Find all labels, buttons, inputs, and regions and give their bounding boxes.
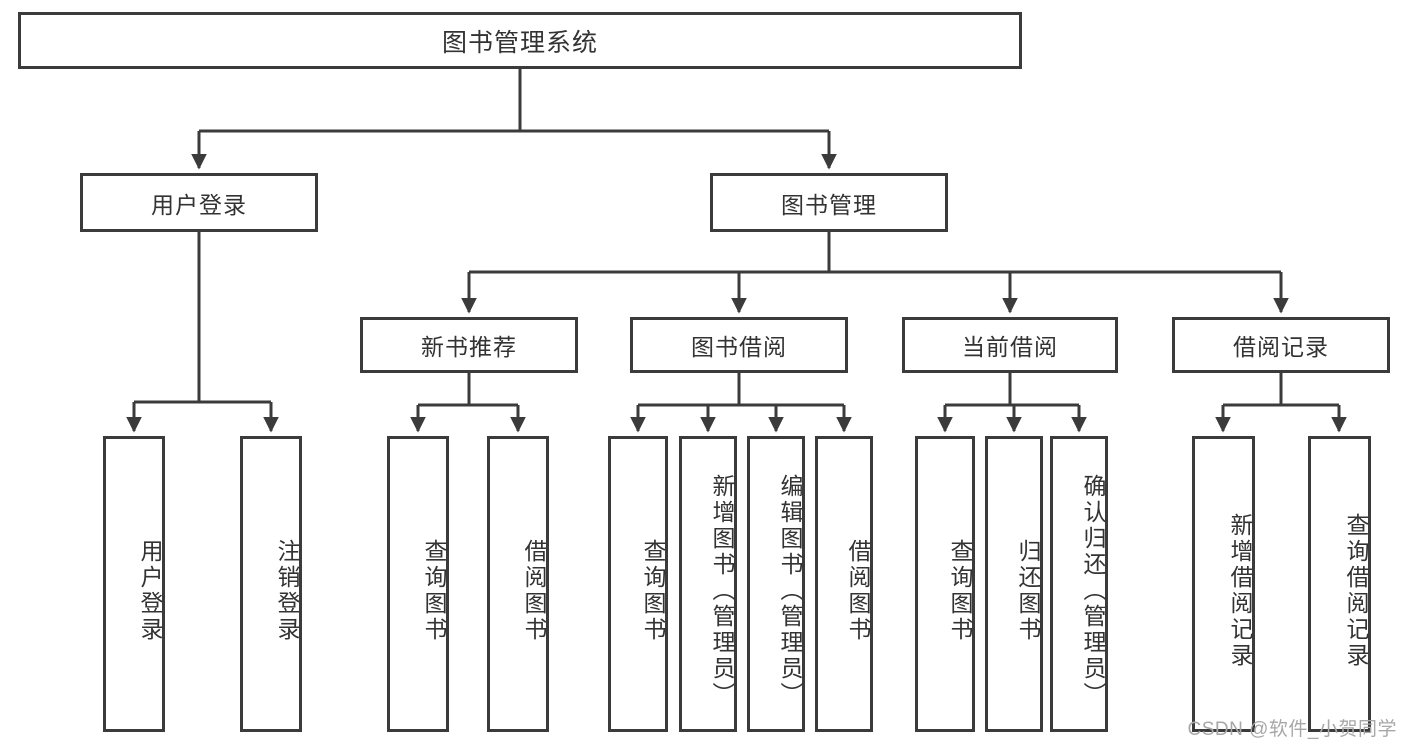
leaf-query-book-borrowing[interactable]: 查询图书	[608, 436, 668, 732]
leaf-add-borrow-record[interactable]: 新增借阅记录	[1192, 436, 1255, 732]
node-book-borrowing[interactable]: 图书借阅	[630, 317, 848, 373]
leaf-borrow-book-recommendation[interactable]: 借阅图书	[487, 436, 549, 732]
leaf-confirm-return-admin[interactable]: 确认归还（管理员）	[1050, 436, 1108, 732]
watermark-text: CSDN @软件_小贺同学	[1187, 719, 1397, 740]
node-current-borrowing[interactable]: 当前借阅	[902, 317, 1118, 373]
node-user-login[interactable]: 用户登录	[80, 173, 318, 232]
leaf-return-book[interactable]: 归还图书	[985, 436, 1043, 732]
leaf-add-book-admin[interactable]: 新增图书（管理员）	[679, 436, 737, 732]
leaf-query-book-current[interactable]: 查询图书	[915, 436, 975, 732]
node-book-management[interactable]: 图书管理	[710, 173, 948, 232]
node-new-book-recommendation[interactable]: 新书推荐	[360, 317, 578, 373]
leaf-query-book-recommendation[interactable]: 查询图书	[387, 436, 449, 732]
node-borrowing-record[interactable]: 借阅记录	[1172, 317, 1390, 373]
node-root-system[interactable]: 图书管理系统	[18, 12, 1022, 69]
leaf-user-logout[interactable]: 注销登录	[240, 436, 302, 732]
leaf-query-borrow-record[interactable]: 查询借阅记录	[1308, 436, 1371, 732]
leaf-edit-book-admin[interactable]: 编辑图书（管理员）	[747, 436, 805, 732]
leaf-borrow-book[interactable]: 借阅图书	[815, 436, 873, 732]
leaf-user-login[interactable]: 用户登录	[103, 436, 165, 732]
